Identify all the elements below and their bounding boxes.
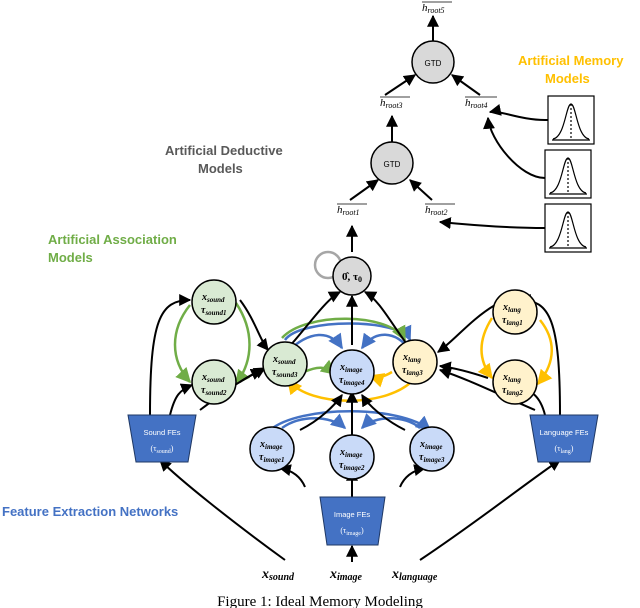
svg-text:GTD: GTD	[425, 59, 442, 68]
svg-text:xsound: xsound	[201, 292, 225, 304]
gtd-node-bottom: GTD	[370, 141, 414, 185]
gtd-node-top: GTD	[411, 40, 455, 84]
svg-text:(τlang): (τlang)	[555, 444, 574, 455]
hroot3-label: hroot3	[380, 96, 410, 110]
memory-title-line2: Models	[545, 71, 590, 86]
svg-text:τlang1: τlang1	[502, 315, 523, 327]
svg-text:τlang2: τlang2	[502, 385, 523, 397]
deductive-title-line2: Models	[198, 161, 243, 176]
yellow-arc-lang-right	[537, 319, 553, 386]
svg-text:τsound2: τsound2	[201, 385, 227, 397]
input-language: xlanguage	[391, 567, 438, 583]
svg-text:Sound FEs: Sound FEs	[143, 428, 180, 437]
svg-text:hroot4: hroot4	[465, 97, 488, 110]
blue-arc-image-row-left	[281, 413, 347, 430]
svg-text:xlang: xlang	[502, 372, 521, 384]
deductive-title-line1: Artificial Deductive	[165, 143, 283, 158]
fe-image: Image FEs (τimage)	[319, 496, 386, 546]
memory-box-3	[544, 203, 592, 253]
svg-text:xsound: xsound	[201, 372, 225, 384]
svg-text:Image FEs: Image FEs	[334, 510, 371, 519]
memory-title-line1: Artificial Memory	[518, 53, 624, 68]
svg-text:(τsound): (τsound)	[151, 444, 174, 455]
input-sound: xsound	[261, 567, 295, 583]
green-arc-sound-right	[234, 302, 251, 386]
svg-text:τimage2: τimage2	[339, 460, 365, 472]
svg-text:(τimage): (τimage)	[340, 526, 364, 537]
memory-model-boxes	[544, 95, 595, 253]
green-arc-sound-left	[173, 304, 192, 384]
svg-text:GTD: GTD	[384, 160, 401, 169]
blue-arc-image-row-outer	[269, 410, 432, 431]
memory-box-2	[544, 149, 592, 199]
svg-text:ximage: ximage	[419, 439, 443, 451]
svg-text:τsound3: τsound3	[272, 367, 298, 379]
svg-text:0̂, τ0: 0̂, τ0	[342, 271, 362, 284]
svg-text:ximage: ximage	[339, 447, 363, 459]
root-node: 0̂, τ0	[313, 250, 372, 296]
svg-text:τlang3: τlang3	[402, 365, 423, 377]
svg-text:ximage: ximage	[259, 439, 283, 451]
svg-text:hroot5: hroot5	[422, 2, 445, 15]
svg-text:xsound: xsound	[272, 354, 296, 366]
svg-text:hroot3: hroot3	[380, 97, 403, 110]
fe-language: Language FEs (τlang)	[529, 414, 599, 463]
section-titles: Artificial Deductive Models Artificial A…	[2, 53, 624, 519]
memory-box-1	[547, 95, 595, 145]
svg-text:xlang: xlang	[402, 352, 421, 364]
yellow-arc-lang-left	[477, 317, 494, 380]
input-labels: xsound ximage xlanguage	[261, 567, 438, 583]
svg-text:xlang: xlang	[502, 302, 521, 314]
svg-text:hroot2: hroot2	[425, 204, 448, 217]
svg-text:ximage: ximage	[339, 362, 363, 374]
svg-text:Language FEs: Language FEs	[540, 428, 589, 437]
feature-title: Feature Extraction Networks	[2, 504, 178, 519]
fe-sound: Sound FEs (τsound)	[127, 414, 197, 463]
svg-text:τsound1: τsound1	[201, 305, 226, 317]
hroot5-label: hroot5	[422, 1, 452, 15]
hroot-labels: hroot5 hroot3 hroot4 hroot1 hroot2	[337, 1, 497, 217]
association-title-line2: Models	[48, 250, 93, 265]
svg-text:τimage4: τimage4	[339, 375, 365, 387]
association-title-line1: Artificial Association	[48, 232, 177, 247]
modality-nodes: xsoundτsound1xsoundτsound2xsoundτsound3x…	[191, 279, 538, 480]
hroot4-label: hroot4	[465, 96, 497, 110]
hroot2-label: hroot2	[425, 203, 455, 217]
input-image: ximage	[329, 567, 363, 583]
svg-text:τimage1: τimage1	[259, 452, 284, 464]
figure-caption: Figure 1: Ideal Memory Modeling	[217, 594, 423, 608]
svg-text:τimage3: τimage3	[419, 452, 445, 464]
blue-arc-image-row-right	[360, 413, 421, 430]
svg-text:hroot1: hroot1	[337, 204, 360, 217]
hroot1-label: hroot1	[337, 203, 367, 217]
